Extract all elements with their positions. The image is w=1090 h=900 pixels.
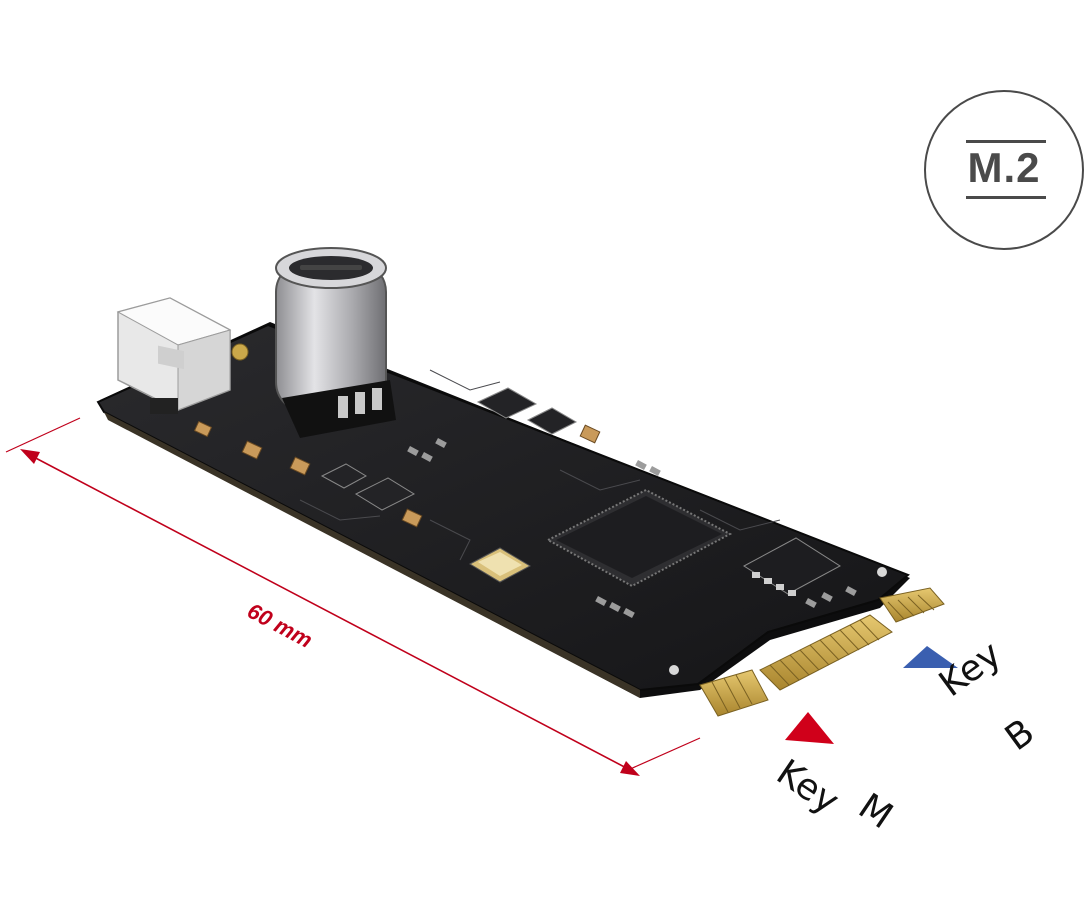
key-m-marker-icon	[785, 712, 834, 744]
passive-components	[407, 438, 857, 618]
controller-chip	[545, 488, 733, 588]
key-b-marker-icon	[903, 646, 958, 668]
soic-chip	[743, 537, 841, 596]
capacitors	[193, 420, 601, 528]
badge-label: M.2	[967, 144, 1041, 191]
mounting-hole-icon	[231, 343, 249, 361]
dimension-line	[5, 417, 701, 776]
gold-fingers-key-b	[879, 587, 945, 623]
silkscreen-markings	[299, 369, 781, 561]
power-header-connector	[116, 297, 232, 414]
crystal-oscillator	[468, 547, 532, 583]
mounting-hole-icon	[877, 567, 887, 577]
mounting-hole-icon	[669, 665, 679, 675]
regulator-chips	[320, 387, 578, 511]
badge-bottom-line	[966, 196, 1046, 199]
gold-fingers-main	[759, 614, 893, 691]
m2-badge: M.2	[924, 90, 1084, 250]
usb-c-port	[275, 247, 396, 438]
badge-top-line	[966, 140, 1046, 143]
gold-fingers-key-m	[699, 669, 769, 717]
